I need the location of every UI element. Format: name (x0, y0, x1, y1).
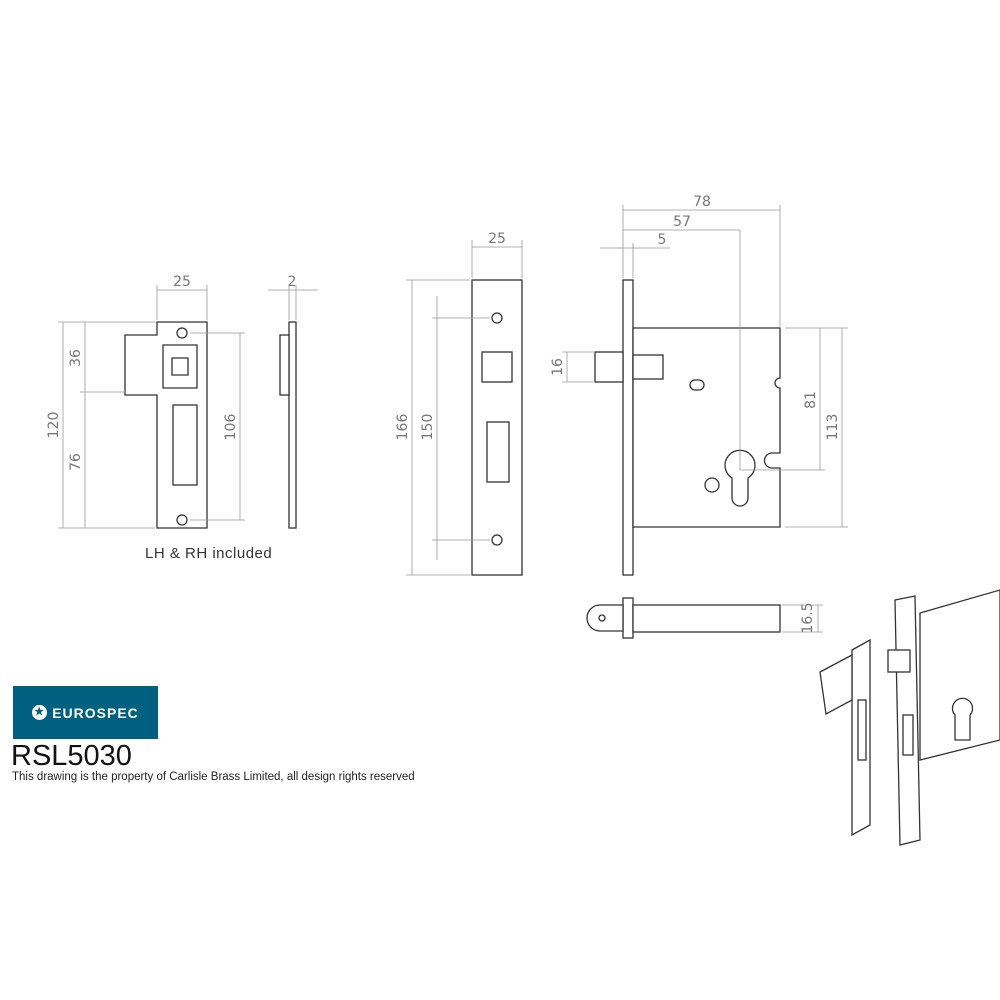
eurospec-logo: ★ EUROSPEC (13, 686, 158, 739)
svg-text:120: 120 (46, 412, 62, 439)
strike-plate-side: 2 (268, 274, 318, 529)
svg-text:78: 78 (693, 194, 711, 210)
svg-text:106: 106 (223, 414, 239, 441)
strike-plate-front (124, 321, 208, 529)
strike-note: LH & RH included (145, 545, 273, 562)
svg-text:150: 150 (420, 414, 436, 441)
isometric-view (819, 589, 1000, 846)
svg-text:16: 16 (550, 358, 566, 376)
svg-text:57: 57 (673, 214, 691, 230)
svg-text:25: 25 (488, 231, 506, 247)
svg-text:113: 113 (825, 414, 841, 441)
product-code: RSL5030 (11, 740, 132, 772)
strike-dimensions: 25 120 36 76 106 (46, 274, 245, 529)
svg-text:25: 25 (173, 274, 191, 290)
lock-case-side (594, 279, 781, 576)
bolt-bottom-view: 16.5 (586, 597, 823, 639)
svg-text:2: 2 (288, 274, 297, 290)
star-icon: ★ (32, 705, 48, 720)
svg-text:76: 76 (68, 453, 84, 471)
svg-text:16.5: 16.5 (800, 602, 816, 633)
lock-dimensions: 78 57 5 16 81 113 (550, 194, 848, 528)
svg-text:36: 36 (68, 349, 84, 367)
svg-text:5: 5 (658, 232, 667, 248)
svg-text:81: 81 (803, 391, 819, 409)
svg-text:166: 166 (395, 414, 411, 441)
copyright-notice: This drawing is the property of Carlisle… (12, 771, 415, 783)
brand-name: EUROSPEC (52, 704, 139, 721)
forend-front: 25 166 150 (395, 231, 523, 576)
